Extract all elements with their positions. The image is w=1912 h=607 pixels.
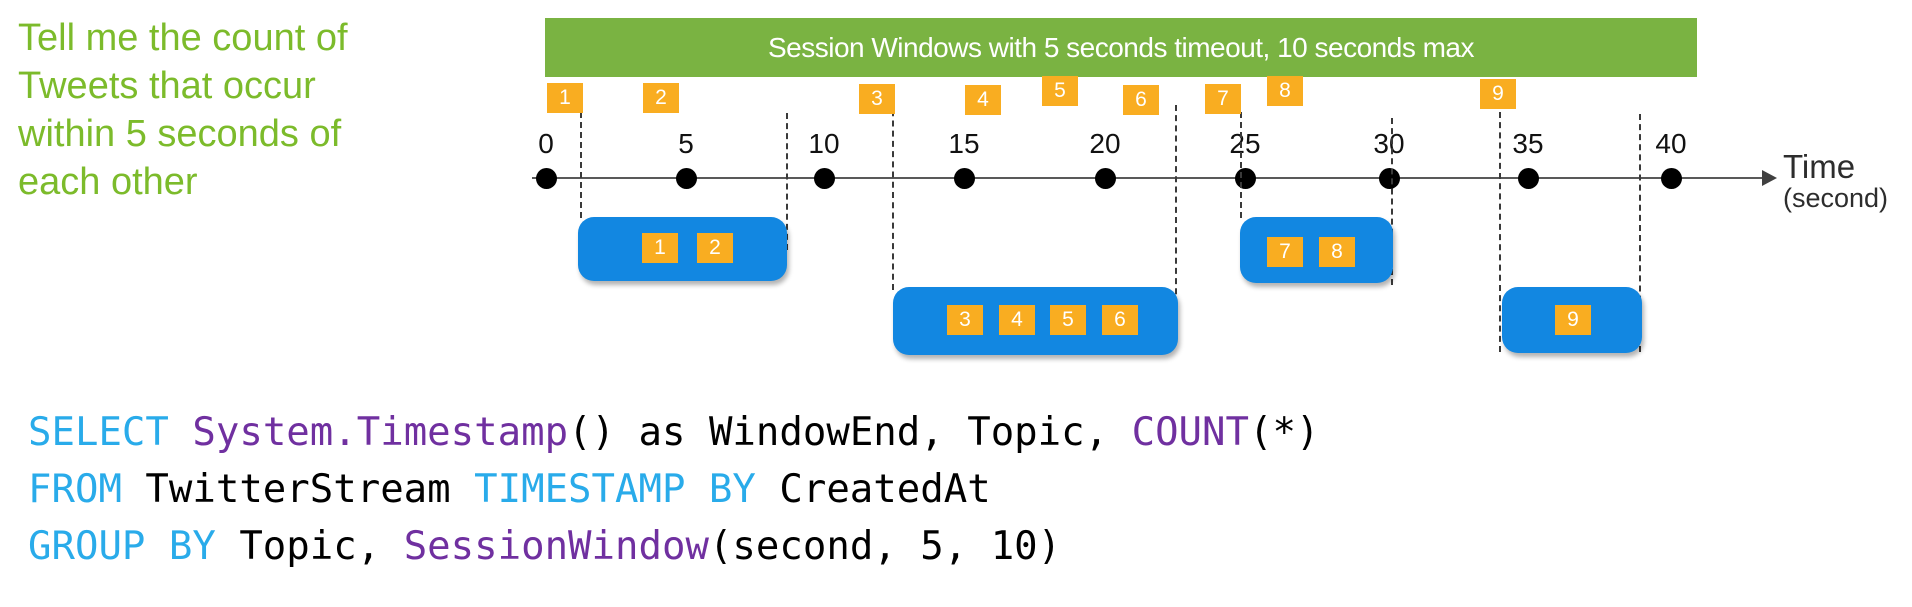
event-marker: 9 (1480, 79, 1516, 109)
tick-label: 30 (1373, 128, 1405, 159)
code-token: TwitterStream (121, 467, 475, 512)
event-marker: 3 (859, 84, 895, 114)
dashed-guide-line (1391, 118, 1393, 285)
prompt-line: each other (18, 161, 198, 203)
event-marker: 5 (1042, 76, 1078, 106)
event-chip: 9 (1555, 305, 1591, 335)
code-token: COUNT (1131, 410, 1249, 455)
dashed-guide-line (1240, 112, 1242, 218)
code-token: System.Timestamp (192, 410, 569, 455)
code-line: SELECT System.Timestamp() as WindowEnd, … (28, 404, 1319, 461)
tick-label: 25 (1229, 128, 1261, 159)
event-chip: 5 (1050, 305, 1086, 335)
event-chip: 4 (999, 305, 1035, 335)
event-marker: 1 (547, 83, 583, 113)
sql-query: SELECT System.Timestamp() as WindowEnd, … (28, 404, 1319, 575)
axis-label-time: Time (1783, 148, 1856, 185)
session-window-4: 9 (1502, 287, 1642, 353)
code-token: FROM (28, 467, 122, 512)
banner-label: Session Windows with 5 seconds timeout, … (767, 31, 1475, 63)
tick-dot (954, 168, 975, 189)
tick-dot (536, 168, 557, 189)
code-token: Topic, (215, 524, 404, 569)
axis-label-unit: (second) (1783, 183, 1889, 213)
prompt-line: within 5 seconds of (18, 113, 342, 155)
event-marker: 8 (1267, 76, 1303, 106)
tick-label: 20 (1089, 128, 1121, 159)
tick-label: 40 (1655, 128, 1687, 159)
dashed-guide-line (1639, 114, 1641, 352)
axis-arrowhead-icon (1762, 170, 1777, 186)
code-token: () as WindowEnd, Topic, (568, 410, 1132, 455)
prompt-line: Tweets that occur (18, 65, 316, 107)
event-chip: 7 (1267, 237, 1303, 267)
axis-label: Time (second) (1783, 148, 1889, 213)
tick-label: 35 (1512, 128, 1544, 159)
dashed-guide-line (1499, 112, 1501, 352)
code-token: (*) (1249, 410, 1320, 455)
event-chip: 6 (1102, 305, 1138, 335)
tick-dot (1661, 168, 1682, 189)
dashed-guide-line (892, 100, 894, 290)
prompt-line: Tell me the count of (18, 17, 348, 59)
code-token: CreatedAt (755, 467, 991, 512)
code-token: SessionWindow (403, 524, 709, 569)
tick-dot (1235, 168, 1256, 189)
tick-dot (1518, 168, 1539, 189)
event-chip: 1 (642, 233, 678, 263)
code-token: SELECT (28, 410, 169, 455)
tick-label: 5 (678, 128, 694, 159)
code-token: GROUP BY (28, 524, 216, 569)
code-line: GROUP BY Topic, SessionWindow(second, 5,… (28, 518, 1319, 575)
session-windows-banner: Session Windows with 5 seconds timeout, … (545, 18, 1697, 77)
tick-dot (1379, 168, 1400, 189)
tick-label: 0 (538, 128, 554, 159)
code-token: (second, 5, 10) (708, 524, 1062, 569)
event-marker: 4 (965, 85, 1001, 115)
dashed-guide-line (1175, 105, 1177, 335)
event-marker: 7 (1205, 84, 1241, 114)
code-token: TIMESTAMP BY (474, 467, 756, 512)
tick-dot (676, 168, 697, 189)
time-axis (532, 177, 1762, 179)
tick-dot (1095, 168, 1116, 189)
event-marker: 2 (643, 83, 679, 113)
event-marker: 6 (1123, 85, 1159, 115)
tick-dot (814, 168, 835, 189)
dashed-guide-line (580, 112, 582, 218)
event-chip: 2 (697, 233, 733, 263)
prompt-text: Tell me the count of Tweets that occur wit… (18, 14, 478, 206)
event-chip: 3 (947, 305, 983, 335)
code-line: FROM TwitterStream TIMESTAMP BY CreatedA… (28, 461, 1319, 518)
event-chip: 8 (1319, 237, 1355, 267)
code-token (169, 410, 192, 455)
dashed-guide-line (786, 113, 788, 250)
tick-label: 10 (808, 128, 840, 159)
tick-label: 15 (948, 128, 980, 159)
